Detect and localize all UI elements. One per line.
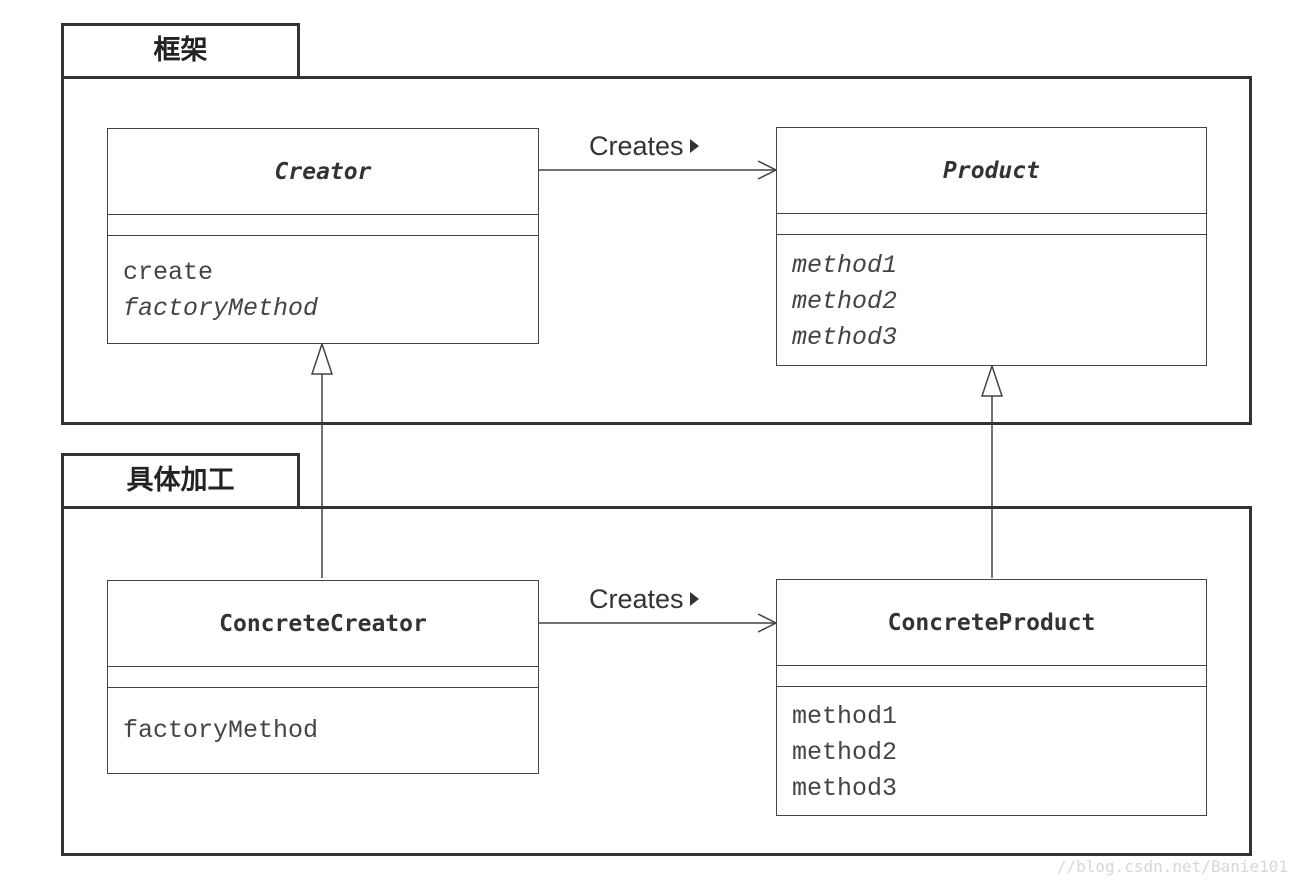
package-concrete — [61, 506, 1252, 856]
divider — [108, 666, 538, 667]
association-label-bottom: Creates — [589, 584, 699, 615]
method-method3: method3 — [792, 774, 898, 803]
generalization-triangle-creator — [310, 341, 334, 375]
divider — [108, 214, 538, 215]
class-name-product: Product — [943, 158, 1040, 184]
method-list: method1 method2 method3 — [792, 699, 1206, 807]
method-method3: method3 — [792, 323, 898, 352]
method-method2: method2 — [792, 738, 898, 767]
direction-triangle-icon — [689, 592, 699, 606]
association-label-top: Creates — [589, 131, 699, 162]
class-name-creator: Creator — [274, 159, 372, 185]
method-method1: method1 — [792, 251, 898, 280]
creates-label-text: Creates — [589, 584, 684, 614]
method-list: create factoryMethod — [123, 255, 538, 327]
class-concrete-product[interactable]: ConcreteProduct method1 method2 method3 — [776, 579, 1207, 816]
divider — [777, 686, 1206, 687]
method-list: method1 method2 method3 — [792, 248, 1206, 356]
creates-label-text: Creates — [589, 131, 684, 161]
divider — [108, 687, 538, 688]
method-factory-method: factoryMethod — [123, 294, 319, 323]
class-concrete-creator[interactable]: ConcreteCreator factoryMethod — [107, 580, 539, 774]
package-tab-concrete: 具体加工 — [61, 453, 300, 509]
package-framework — [61, 76, 1252, 425]
method-list: factoryMethod — [123, 713, 538, 749]
package-label-framework: 框架 — [153, 35, 208, 66]
generalization-triangle-product — [980, 363, 1004, 397]
method-method2: method2 — [792, 287, 898, 316]
watermark: //blog.csdn.net/Banie101 — [1056, 857, 1288, 876]
package-label-concrete: 具体加工 — [126, 465, 235, 496]
divider — [108, 235, 538, 236]
package-tab-framework: 框架 — [61, 23, 300, 79]
method-factory-method: factoryMethod — [123, 716, 319, 745]
class-creator[interactable]: Creator create factoryMethod — [107, 128, 539, 344]
class-product[interactable]: Product method1 method2 method3 — [776, 127, 1207, 366]
class-name-concrete-creator: ConcreteCreator — [219, 611, 427, 637]
method-create: create — [123, 258, 214, 287]
divider — [777, 665, 1206, 666]
method-method1: method1 — [792, 702, 898, 731]
class-name-concrete-product: ConcreteProduct — [887, 610, 1096, 636]
direction-triangle-icon — [689, 139, 699, 153]
divider — [777, 234, 1206, 235]
divider — [777, 213, 1206, 214]
